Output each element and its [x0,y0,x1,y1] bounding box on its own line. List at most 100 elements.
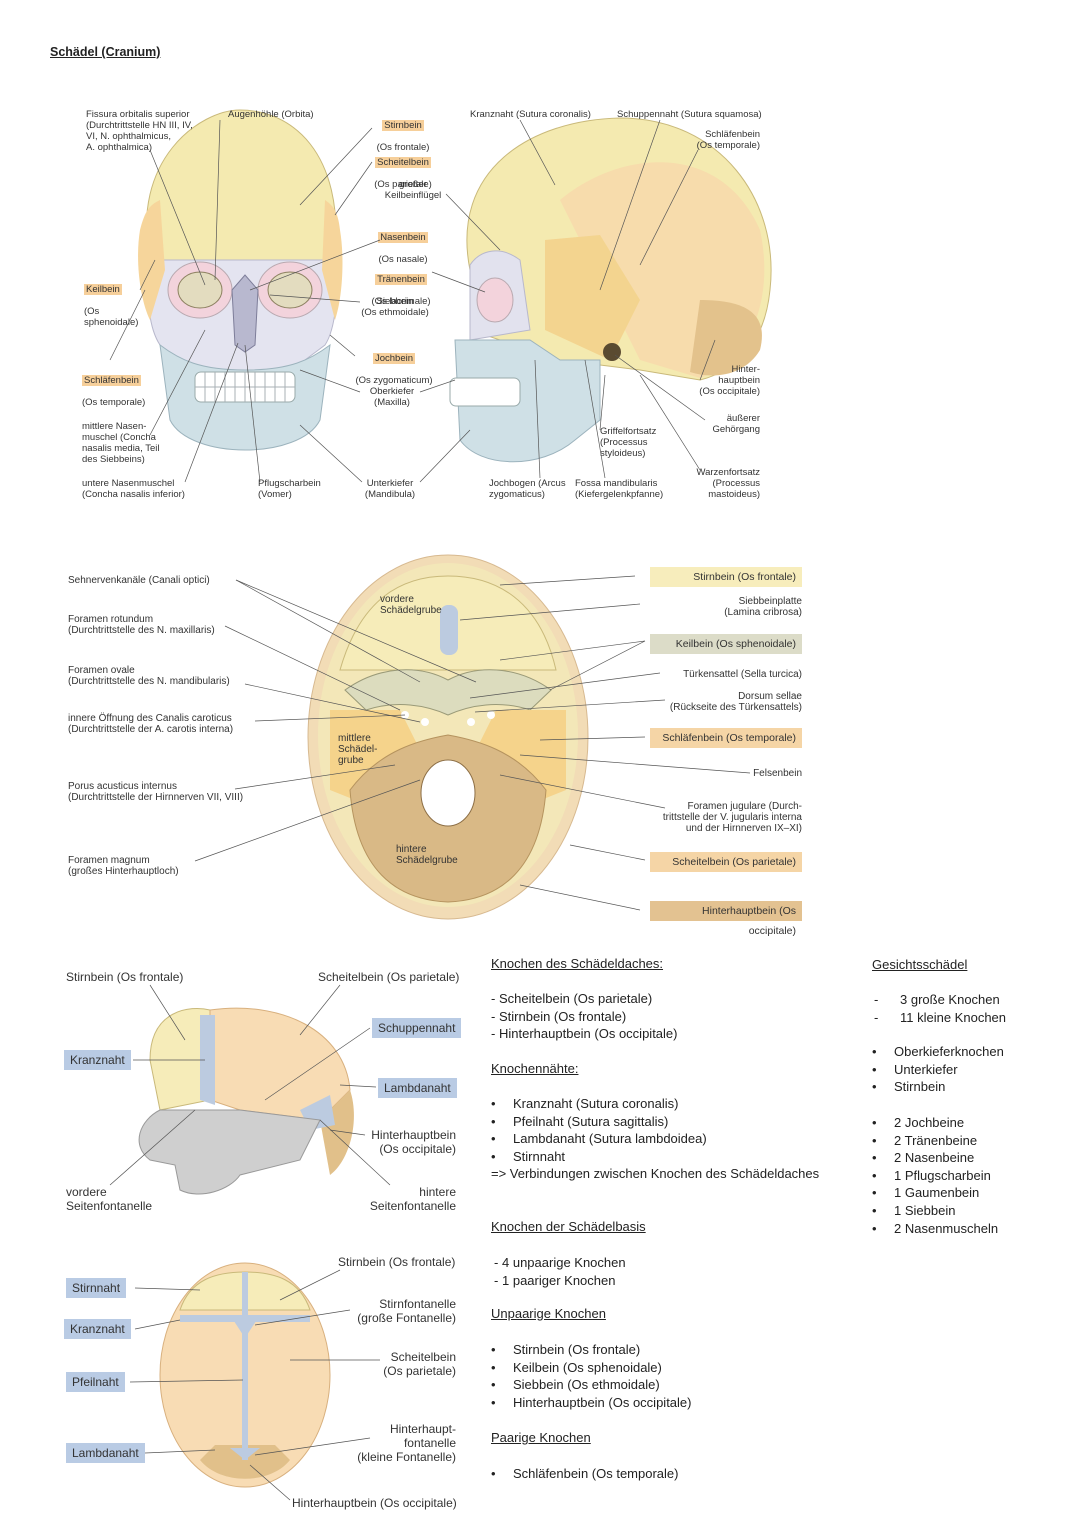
list-item: 1 Gaumenbein [872,1184,998,1202]
label-augenhoehle: Augenhöhle (Orbita) [228,109,314,120]
label-schlaefenbein: Schläfenbein (Os temporale) [82,364,145,408]
list-item: Stirnnaht [491,1148,707,1166]
schlaefenbein-highlight: Schläfenbein [82,375,141,386]
skull-base-illustration [307,554,589,920]
label-hintere-schaedelgrube: hintere Schädelgrube [396,844,458,866]
label-tuerkensattel: Türkensattel (Sella turcica) [683,669,802,680]
list-item: 1 Pflugscharbein [872,1167,998,1185]
list-item: Scheitelbein (Os parietale) [491,990,677,1008]
list-item: Stirnbein [872,1078,1004,1096]
label-untere-nasenmuschel: untere Nasenmuschel (Concha nasalis infe… [82,478,185,500]
label-pflugscharbein: Pflugscharbein (Vomer) [258,478,321,500]
label-siebbein: Siebbein (Os ethmoidale) [361,296,429,318]
list-unpaarige: Stirnbein (Os frontale) Keilbein (Os sph… [491,1341,691,1411]
heading-schaedeldach: Knochen des Schädeldaches: [491,956,664,971]
list-item: 1 Siebbein [872,1202,998,1220]
box-schuppennaht: Schuppennaht [372,1018,462,1038]
label-fissura: Fissura orbitalis superior (Durchtrittst… [86,109,193,153]
list-item: Schläfenbein (Os temporale) [491,1465,678,1483]
heading-knochennaehte: Knochennähte: [491,1061,579,1076]
label-warzenfortsatz: Warzenfortsatz (Processus mastoideus) [696,467,760,500]
note-verbindungen: => Verbindungen zwischen Knochen des Sch… [491,1166,820,1181]
box-pfeilnaht: Pfeilnaht [66,1372,125,1392]
label-hintere-seitenfontanelle: hintere Seitenfontanelle [369,1185,456,1213]
label-sehnerv: Sehnervenkanäle (Canali optici) [68,575,210,586]
label-canalis-caroticus: innere Öffnung des Canalis caroticus (Du… [68,713,234,735]
box-kranznaht-top: Kranznaht [64,1319,131,1339]
label-infant-hinterhauptbein: Hinterhauptbein (Os occipitale) [371,1128,456,1156]
list-item: 1 paariger Knochen [494,1272,626,1290]
label-foramen-jugulare: Foramen jugulare (Durch- trittstelle der… [662,801,802,834]
box-scheitelbein: Scheitelbein (Os parietale) [650,852,802,872]
label-oberkiefer: Oberkiefer (Maxilla) [369,386,415,408]
list-item-text: 11 kleine Knochen [900,1009,1007,1025]
list-item: - 3 große Knochen [874,991,1006,1009]
label-mittlere-schaedelgrube: mittlere Schädel- grube [338,733,378,766]
list-item: Siebbein (Os ethmoidale) [491,1376,691,1394]
box-lambdanaht-side: Lambdanaht [378,1078,457,1098]
label-fossa: Fossa mandibularis (Kiefergelenkpfanne) [575,478,664,500]
fig2-leader-lines [194,575,751,911]
list-item-text: 3 große Knochen [900,992,1000,1007]
label-top-hinterhauptbein: Hinterhauptbein (Os occipitale) [292,1496,457,1510]
dash-marker: - [874,992,879,1007]
list-item: Keilbein (Os sphenoidale) [491,1359,691,1377]
box-lambdanaht-top: Lambdanaht [66,1443,145,1463]
traenenbein-latin: (Os lacrimale) [371,296,431,307]
label-stirnfontanelle: Stirnfontanelle (große Fontanelle) [357,1297,456,1325]
heading-gesichtsschaedel: Gesichtsschädel [872,957,968,972]
label-felsenbein: Felsenbein [753,768,802,779]
list-item: Stirnbein (Os frontale) [491,1008,677,1026]
label-jochbogen: Jochbogen (Arcus zygomaticus) [489,478,566,500]
jochbein-highlight: Jochbein [372,353,416,364]
list-item: Oberkieferknochen [872,1043,1004,1061]
label-infant-stirnbein: Stirnbein (Os frontale) [66,970,184,984]
label-schuppennaht: Schuppennaht (Sutura squamosa) [617,109,762,120]
label-vordere-schaedelgrube: vordere Schädelgrube [380,594,442,616]
list-item: 4 unpaarige Knochen [494,1254,626,1272]
nasenbein-highlight: Nasenbein [378,232,428,243]
list-item: 2 Nasenbeine [872,1149,998,1167]
label-jochbein: Jochbein (Os zygomaticum) [354,342,434,386]
list-schaedelbasis: 4 unpaarige Knochen 1 paariger Knochen [494,1254,626,1289]
label-schlaefenbein-side: Schläfenbein (Os temporale) [696,129,760,151]
label-traenenbein: Tränenbein (Os lacrimale) [368,263,434,307]
jochbein-latin: (Os zygomaticum) [355,375,433,386]
stirnbein-highlight: Stirnbein [382,120,424,131]
list-gesicht-group1: Oberkieferknochen Unterkiefer Stirnbein [872,1043,1004,1096]
list-schaedeldach: Scheitelbein (Os parietale) Stirnbein (O… [491,990,677,1043]
list-gesicht-group2: 2 Jochbeine 2 Tränenbeine 2 Nasenbeine 1… [872,1114,998,1237]
box-schlaefenbein: Schläfenbein (Os temporale) [650,728,802,748]
list-item: 2 Jochbeine [872,1114,998,1132]
stirnbein-latin: (Os frontale) [376,142,430,153]
box-kranznaht-side: Kranznaht [64,1050,131,1070]
list-paarige: Schläfenbein (Os temporale) [491,1465,678,1483]
label-gehoergang: äußerer Gehörgang [712,413,760,435]
list-item: Hinterhauptbein (Os occipitale) [491,1394,691,1412]
label-vordere-seitenfontanelle: vordere Seitenfontanelle [66,1185,153,1213]
label-porus: Porus acusticus internus (Durchtrittstel… [68,781,244,803]
label-unterkiefer: Unterkiefer (Mandibula) [364,478,416,500]
label-nasenbein: Nasenbein (Os nasale) [373,221,433,265]
label-griffelfortsatz: Griffelfortsatz (Processus styloideus) [600,426,657,459]
list-item: Stirnbein (Os frontale) [491,1341,691,1359]
label-keilbeinfluegel: großer Keilbeinflügel [384,179,442,201]
label-infant-scheitelbein: Scheitelbein (Os parietale) [318,970,460,984]
label-foramen-ovale: Foramen ovale (Durchtrittstelle des N. m… [68,665,230,687]
scheitelbein-highlight: Scheitelbein [375,157,431,168]
label-keilbein: Keilbein (Os sphenoidale) [84,273,138,328]
heading-paarige: Paarige Knochen [491,1430,591,1445]
list-item: 2 Nasenmuscheln [872,1220,998,1238]
label-siebbeinplatte: Siebbeinplatte (Lamina cribrosa) [724,596,802,618]
list-gesicht-dash: - 3 große Knochen -11 kleine Knochen [874,991,1006,1026]
infant-skull-side-illustration [138,1007,354,1195]
list-item: Hinterhauptbein (Os occipitale) [491,1025,677,1043]
label-kranznaht: Kranznaht (Sutura coronalis) [470,109,591,120]
label-scheitelbein: Scheitelbein (Os parietale) [370,146,436,190]
list-item: -11 kleine Knochen [874,1009,1006,1027]
list-item: 2 Tränenbeine [872,1132,998,1150]
schlaefenbein-latin: (Os temporale) [82,397,146,408]
fig1-leader-lines [109,119,716,483]
heading-schaedelbasis: Knochen der Schädelbasis [491,1219,646,1234]
list-item: Unterkiefer [872,1061,1004,1079]
